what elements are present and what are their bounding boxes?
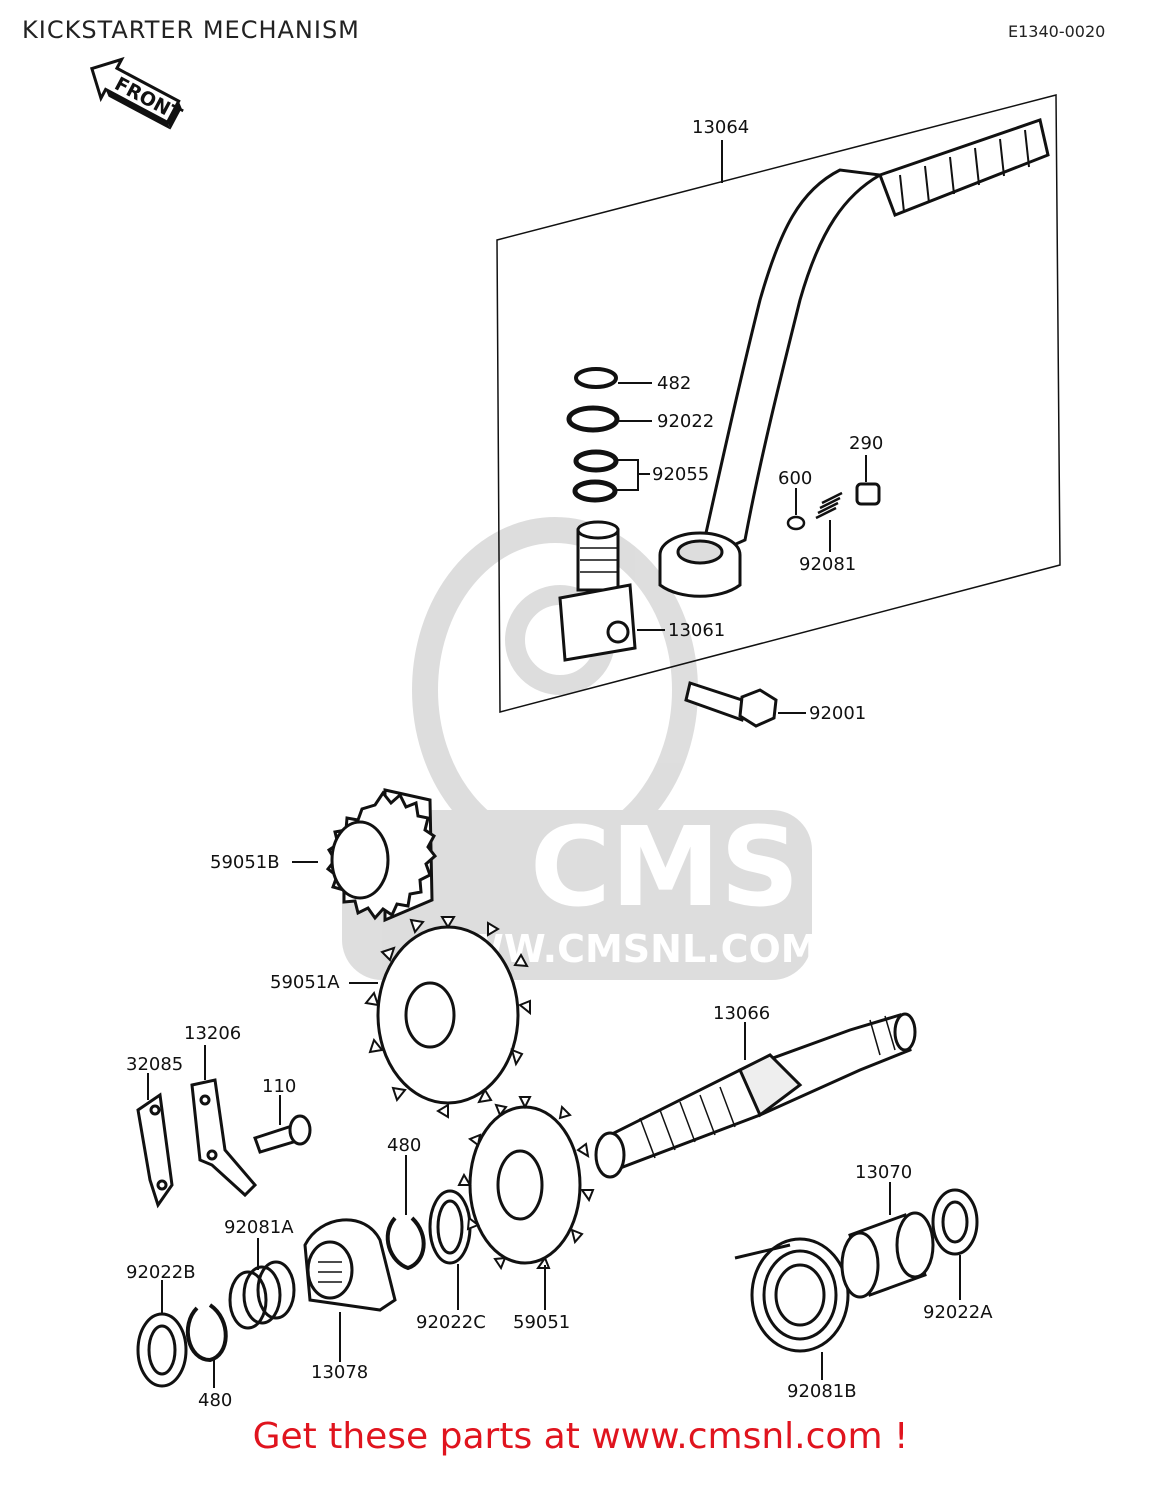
callout-480-upper[interactable]: 480	[387, 1135, 422, 1156]
ratchet-13078	[303, 1218, 397, 1312]
gear-59051	[457, 1096, 595, 1271]
callout-92081[interactable]: 92081	[799, 554, 857, 575]
washer-92022B	[136, 1312, 188, 1388]
callout-92022B[interactable]: 92022B	[126, 1262, 196, 1283]
diagram-title: KICKSTARTER MECHANISM	[22, 16, 360, 44]
spring-92081A	[228, 1260, 296, 1330]
bolt-110	[253, 1114, 312, 1154]
leader-lines	[147, 140, 961, 1388]
callout-110[interactable]: 110	[262, 1076, 297, 1097]
ball-600	[786, 515, 806, 531]
watermark-logo: CMS	[530, 803, 799, 931]
washer-92022C	[428, 1189, 472, 1265]
callout-480-lower[interactable]: 480	[198, 1390, 233, 1411]
guide-13206	[190, 1078, 258, 1198]
callout-92022A[interactable]: 92022A	[923, 1302, 993, 1323]
circlip-480-lower	[185, 1303, 228, 1363]
kick-boss-13061	[558, 520, 637, 662]
callout-92001[interactable]: 92001	[809, 703, 867, 724]
lever-group-frame	[496, 94, 1061, 713]
callout-482[interactable]: 482	[657, 373, 692, 394]
gear-59051B	[325, 788, 438, 923]
callout-290[interactable]: 290	[849, 433, 884, 454]
callout-92081B[interactable]: 92081B	[787, 1381, 857, 1402]
diagram-code: E1340-0020	[1008, 22, 1106, 41]
circlip-480-upper	[385, 1216, 426, 1271]
washer-92022	[566, 405, 620, 433]
callout-13066[interactable]: 13066	[713, 1003, 771, 1024]
shaft-13066	[594, 1012, 917, 1179]
callout-92081A[interactable]: 92081A	[224, 1217, 294, 1238]
pin-290	[855, 482, 881, 506]
footer-link[interactable]: Get these parts at www.cmsnl.com !	[252, 1416, 909, 1457]
callout-600[interactable]: 600	[778, 468, 813, 489]
callout-92022[interactable]: 92022	[657, 411, 715, 432]
gear-59051A	[364, 916, 531, 1119]
callout-13206[interactable]: 13206	[184, 1023, 242, 1044]
collar-13070	[840, 1211, 935, 1299]
kick-lever-13064	[658, 118, 1050, 598]
ring-482	[574, 367, 618, 389]
callout-13078[interactable]: 13078	[311, 1362, 369, 1383]
callout-92022C[interactable]: 92022C	[416, 1312, 486, 1333]
spring-92081	[815, 491, 843, 520]
callout-13061[interactable]: 13061	[668, 620, 726, 641]
callout-59051A[interactable]: 59051A	[270, 972, 340, 993]
callout-13070[interactable]: 13070	[855, 1162, 913, 1183]
callout-13064[interactable]: 13064	[692, 117, 750, 138]
callout-59051[interactable]: 59051	[513, 1312, 571, 1333]
bolt-92001	[684, 681, 778, 728]
callout-59051B[interactable]: 59051B	[210, 852, 280, 873]
callout-92055[interactable]: 92055	[652, 464, 710, 485]
front-arrow-icon: FRONT	[89, 56, 185, 130]
plate-32085	[136, 1092, 174, 1209]
o-rings-92055	[572, 449, 619, 503]
washer-92022A	[931, 1188, 979, 1256]
spring-92081B	[734, 1237, 850, 1353]
callout-32085[interactable]: 32085	[126, 1054, 184, 1075]
